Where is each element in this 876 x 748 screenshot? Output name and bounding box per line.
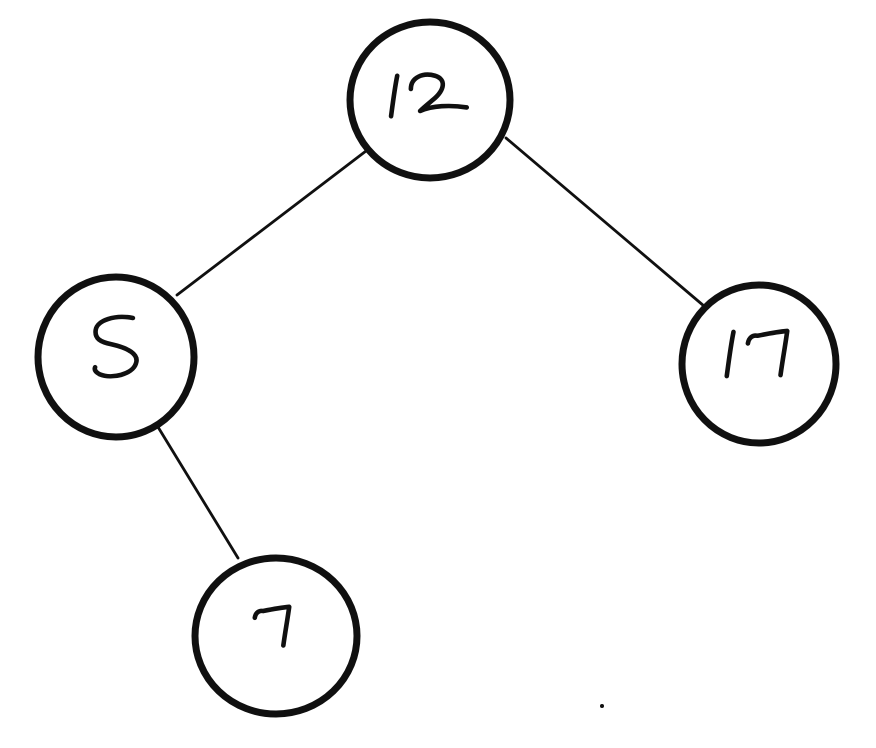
digit-2-stroke [408, 72, 470, 114]
ink-speck [600, 704, 604, 708]
node-circle [678, 281, 840, 447]
node-label [724, 328, 790, 379]
node-label [92, 314, 139, 379]
tree-node-5 [34, 273, 198, 441]
digit-1-stroke [724, 329, 736, 379]
digit-1-stroke [388, 73, 400, 119]
digit-7-stroke [745, 328, 790, 378]
node-label [252, 604, 292, 648]
tree-edge-12-5 [175, 149, 368, 297]
digit-7-stroke [252, 604, 292, 648]
node-circle [191, 554, 361, 718]
node-label [388, 72, 470, 119]
digit-5-stroke [92, 314, 139, 379]
tree-node-12 [346, 18, 514, 182]
tree-edge-12-17 [504, 136, 706, 308]
tree-node-7 [191, 554, 361, 718]
tree-node-17 [678, 281, 840, 447]
node-circle [34, 273, 198, 441]
tree-edge-5-7 [156, 425, 240, 560]
